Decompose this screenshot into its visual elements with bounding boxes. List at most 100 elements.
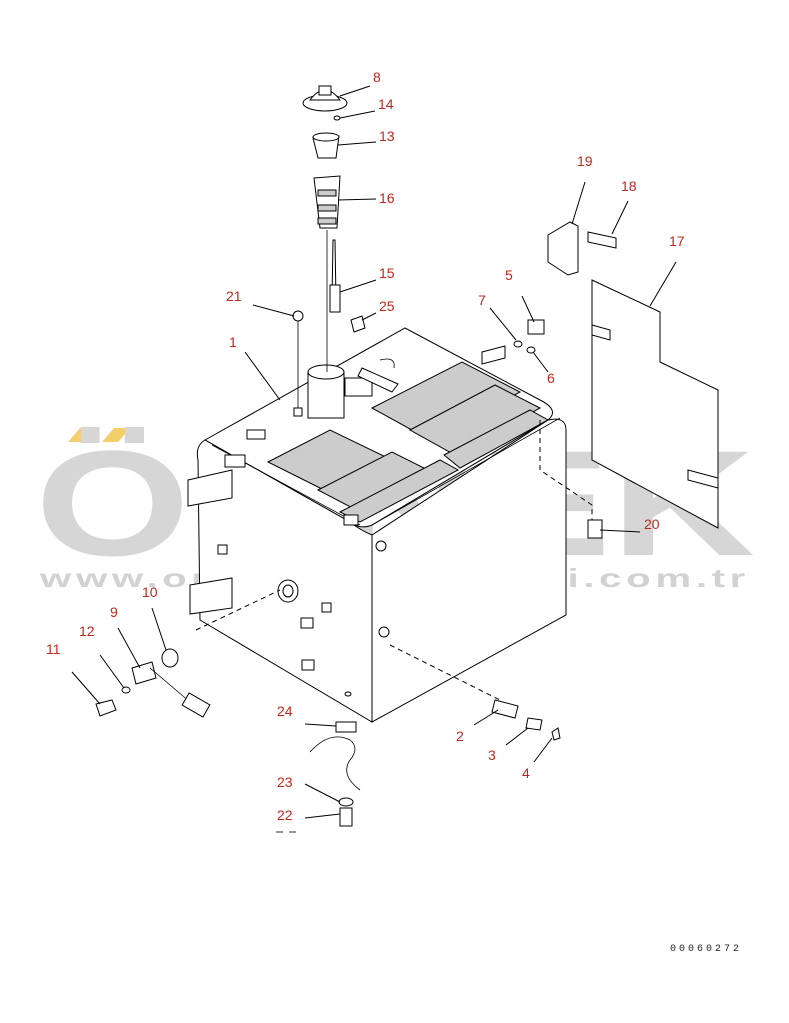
gauge-install-line [195, 589, 281, 631]
plug-21-seat [293, 407, 303, 417]
tank-bracket-top [246, 429, 266, 440]
leader-14 [339, 110, 376, 119]
callout-5: 5 [505, 267, 513, 283]
filler-neck-tube [307, 371, 345, 419]
breather-parts [292, 310, 603, 539]
callout-9: 9 [110, 604, 118, 620]
leader-2 [473, 709, 499, 726]
callout-16: 16 [379, 190, 395, 206]
callout-8: 8 [373, 69, 381, 85]
tank-bracket-left [224, 454, 246, 468]
callout-10: 10 [142, 584, 158, 600]
callout-4: 4 [522, 765, 530, 781]
callout-17: 17 [669, 233, 685, 249]
callout-13: 13 [379, 128, 395, 144]
drain-line-20 [539, 420, 593, 520]
leader-1 [244, 351, 281, 401]
tank-plug-front [321, 602, 332, 613]
leader-23 [304, 783, 341, 803]
strainer-ring-top [312, 132, 340, 142]
callout-3: 3 [488, 747, 496, 763]
filler-cap-knob [318, 85, 332, 96]
callout-24: 24 [277, 703, 293, 719]
callout-15: 15 [379, 265, 395, 281]
tank-fitting-front [300, 617, 314, 629]
leader-16 [337, 198, 377, 201]
dipstick-handle [329, 284, 341, 313]
cover-parts [547, 221, 719, 529]
top-hook [379, 358, 395, 369]
leader-12 [99, 654, 125, 689]
leader-13 [337, 141, 377, 146]
watermark-accent-left [68, 428, 96, 442]
watermark-accent-right [102, 428, 130, 442]
cap-pin [333, 115, 341, 121]
callout-7: 7 [478, 292, 486, 308]
tank-top-rim-2 [371, 417, 561, 526]
callout-numbers: 8 14 13 16 15 25 21 1 5 7 6 19 18 17 20 … [46, 69, 685, 823]
strainer-band-2 [317, 204, 337, 212]
o-ring-7 [513, 340, 523, 348]
bracket-19 [547, 221, 579, 276]
breather-flange [481, 345, 506, 365]
tank-mount-bracket-lower [189, 577, 233, 615]
leader-7 [489, 307, 517, 341]
callout-19: 19 [577, 153, 593, 169]
leader-4 [533, 737, 553, 763]
leader-22 [304, 813, 341, 819]
leader-5 [521, 295, 535, 323]
gasket-10 [161, 648, 179, 668]
leader-lines [71, 85, 677, 819]
filler-neck-top [307, 364, 345, 380]
leader-24 [304, 723, 337, 727]
drain-install-line [389, 644, 501, 701]
tank-fitting-lower [301, 659, 315, 671]
leader-3 [505, 727, 529, 746]
callout-18: 18 [621, 178, 637, 194]
callout-21: 21 [226, 288, 242, 304]
tank-gauge-port-inner [282, 584, 294, 598]
callout-25: 25 [379, 298, 395, 314]
callout-14: 14 [378, 96, 394, 112]
leader-20 [599, 529, 641, 533]
callout-12: 12 [79, 623, 95, 639]
tank-boss-right [375, 540, 387, 552]
drain-parts [276, 644, 561, 833]
plug-21 [292, 310, 304, 322]
leader-10 [151, 607, 167, 651]
cover-plate-17 [591, 279, 719, 529]
drain-valve-20 [587, 519, 603, 539]
tank-bracket-center [343, 514, 359, 526]
bolt-11 [95, 699, 117, 717]
leader-21 [252, 304, 295, 317]
leader-6 [532, 351, 549, 373]
washer-23 [338, 797, 354, 807]
filler-cap-assembly [302, 85, 348, 372]
callout-20: 20 [644, 516, 660, 532]
callout-23: 23 [277, 774, 293, 790]
wire-24 [309, 736, 361, 791]
cap-4 [551, 727, 561, 741]
callout-6: 6 [547, 370, 555, 386]
leader-25 [361, 312, 377, 321]
callout-22: 22 [277, 807, 293, 823]
cover-slot-top [591, 324, 611, 341]
leader-18 [611, 200, 629, 235]
strainer-band-3 [317, 217, 337, 225]
fitting-25 [350, 315, 366, 333]
callout-1: 1 [229, 334, 237, 350]
mesh-plate-5 [408, 384, 542, 456]
document-number: 00060272 [670, 944, 742, 955]
tank-right-face [371, 418, 567, 723]
pad-18 [587, 231, 617, 249]
callout-2: 2 [456, 728, 464, 744]
strainer-band-1 [317, 189, 337, 197]
fuel-tank-body [187, 327, 567, 723]
filler-neck [307, 364, 345, 419]
mesh-plates [266, 361, 550, 523]
bracket-24 [335, 721, 357, 733]
leader-8 [339, 85, 371, 97]
leader-19 [571, 181, 586, 225]
cover-slot-bottom [687, 469, 719, 489]
